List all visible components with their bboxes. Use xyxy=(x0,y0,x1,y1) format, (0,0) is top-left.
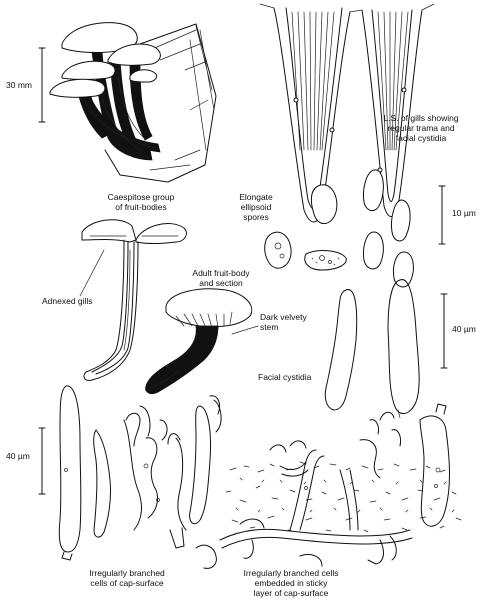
label-embedded-cells: Irregularly branched cells embedded in s… xyxy=(243,568,339,598)
scale-label-10um: 10 µm xyxy=(452,208,476,218)
label-facial-cystidia: Facial cystidia xyxy=(258,372,312,382)
scale-bar-40um-cells xyxy=(38,427,46,495)
leader-lines xyxy=(79,249,259,335)
adult-fruit-body-drawing xyxy=(145,288,253,394)
scale-label-30mm: 30 mm xyxy=(6,80,32,90)
label-velvety: Dark velvety stem xyxy=(260,312,307,332)
caespitose-group-drawing xyxy=(49,22,217,183)
label-branched-cells: Irregularly branched cells of cap-surfac… xyxy=(89,568,165,588)
label-adnexed: Adnexed gills xyxy=(42,296,93,306)
scale-bar-40um-cystidia xyxy=(440,293,448,369)
section-fruit-body-drawing xyxy=(81,219,187,381)
scale-bar-30mm xyxy=(38,47,46,123)
label-adult: Adult fruit-body and section xyxy=(192,268,250,288)
facial-cystidia-drawing xyxy=(324,279,420,419)
label-spores: Elongate ellipsoid spores xyxy=(239,192,273,222)
scale-label-40um-cystidia: 40 µm xyxy=(452,324,476,334)
label-gills-ls: L.S. of gills showing regular trama and … xyxy=(383,113,459,143)
label-caespitose: Caespitose group of fruit-bodies xyxy=(107,192,175,212)
scale-label-40um-cells: 40 µm xyxy=(6,451,30,461)
scale-bar-10um xyxy=(438,185,446,245)
spores-drawing xyxy=(264,169,414,288)
embedded-cells-drawing xyxy=(195,403,462,569)
branched-cells-drawing xyxy=(58,385,222,561)
